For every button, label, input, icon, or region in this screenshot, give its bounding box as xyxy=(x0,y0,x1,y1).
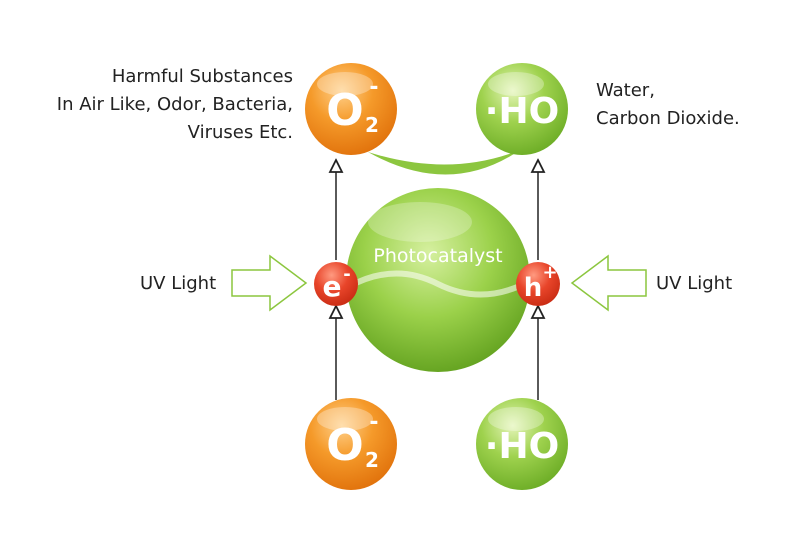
electron-main-text: e xyxy=(323,270,342,303)
ho-main-text: ·HO xyxy=(485,426,559,467)
uv-light-right-label: UV Light xyxy=(656,273,732,294)
o2-sup-text: - xyxy=(369,410,378,435)
harmful-line-3: Viruses Etc. xyxy=(188,122,293,143)
harmful-line-2: In Air Like, Odor, Bacteria, xyxy=(57,94,293,115)
harmful-line-1: Harmful Substances xyxy=(112,66,293,87)
connecting-arc xyxy=(368,150,520,175)
products-line-2: Carbon Dioxide. xyxy=(596,108,740,129)
o2-molecule-bottom: O 2 - xyxy=(305,398,397,490)
electron-sup-text: - xyxy=(343,264,350,285)
electron-circle: e - xyxy=(314,262,358,306)
ho-molecule-top: ·HO xyxy=(476,63,568,155)
hole-main-text: h xyxy=(524,273,543,303)
photocatalyst-sphere: Photocatalyst xyxy=(346,188,530,372)
ho-main-text: ·HO xyxy=(485,91,559,132)
o2-main-text: O xyxy=(326,420,363,471)
uv-arrow-left xyxy=(231,254,308,312)
ho-molecule-bottom: ·HO xyxy=(476,398,568,490)
hole-sup-text: + xyxy=(542,262,557,283)
photocatalyst-label: Photocatalyst xyxy=(373,245,502,267)
o2-sub-text: 2 xyxy=(365,448,379,472)
o2-sup-text: - xyxy=(369,75,378,100)
o2-molecule-top: O 2 - xyxy=(305,63,397,155)
hole-circle: h + xyxy=(516,262,560,306)
uv-arrow-right xyxy=(570,254,647,312)
products-line-1: Water, xyxy=(596,80,655,101)
uv-light-left-label: UV Light xyxy=(140,273,216,294)
o2-sub-text: 2 xyxy=(365,113,379,137)
o2-main-text: O xyxy=(326,85,363,136)
